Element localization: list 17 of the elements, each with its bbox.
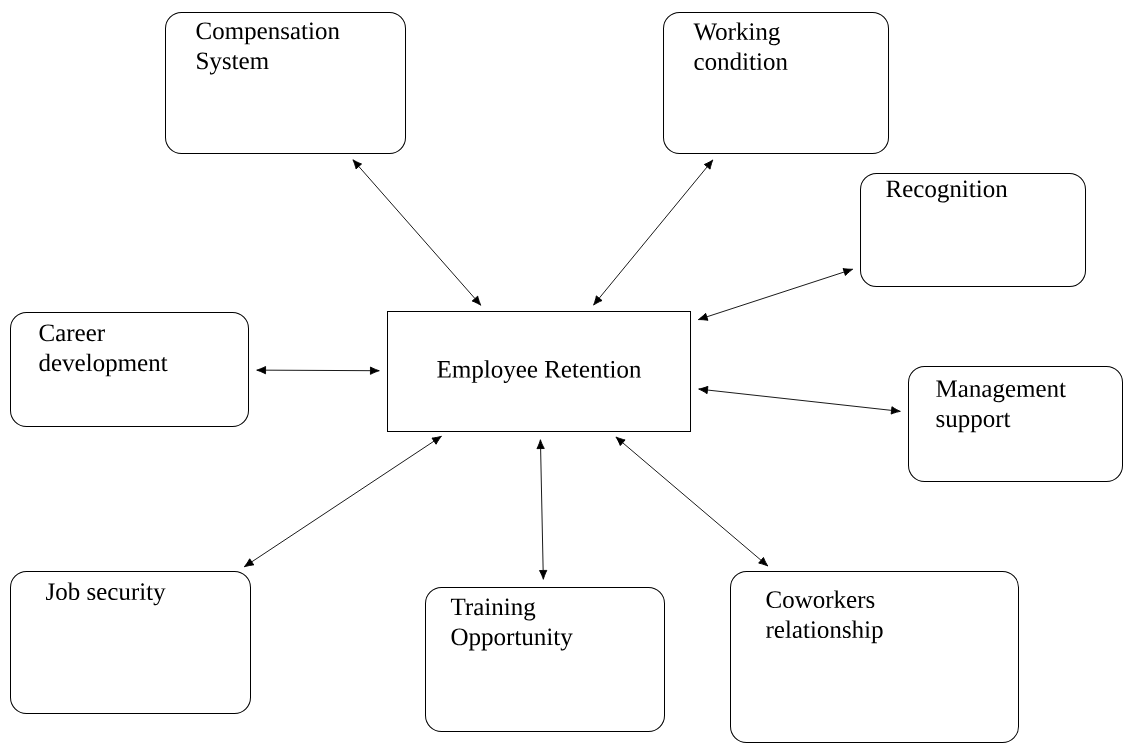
factor-box: Recognition bbox=[860, 173, 1086, 287]
factor-box: Compensation System bbox=[165, 12, 406, 154]
factor-box: Job security bbox=[10, 571, 251, 714]
arrow bbox=[593, 159, 714, 306]
factor-box: Career development bbox=[10, 312, 249, 427]
factor-box: Working condition bbox=[663, 12, 889, 154]
factor-box: Coworkers relationship bbox=[730, 571, 1019, 743]
arrow bbox=[256, 366, 380, 375]
arrow bbox=[615, 436, 769, 567]
central-box: Employee Retention bbox=[387, 311, 691, 432]
arrow bbox=[536, 439, 548, 580]
arrow bbox=[697, 268, 854, 321]
factor-box: Management support bbox=[908, 366, 1123, 482]
arrow bbox=[698, 385, 901, 415]
arrow bbox=[352, 159, 482, 306]
arrow bbox=[243, 435, 442, 568]
factor-box: Training Opportunity bbox=[425, 587, 665, 732]
